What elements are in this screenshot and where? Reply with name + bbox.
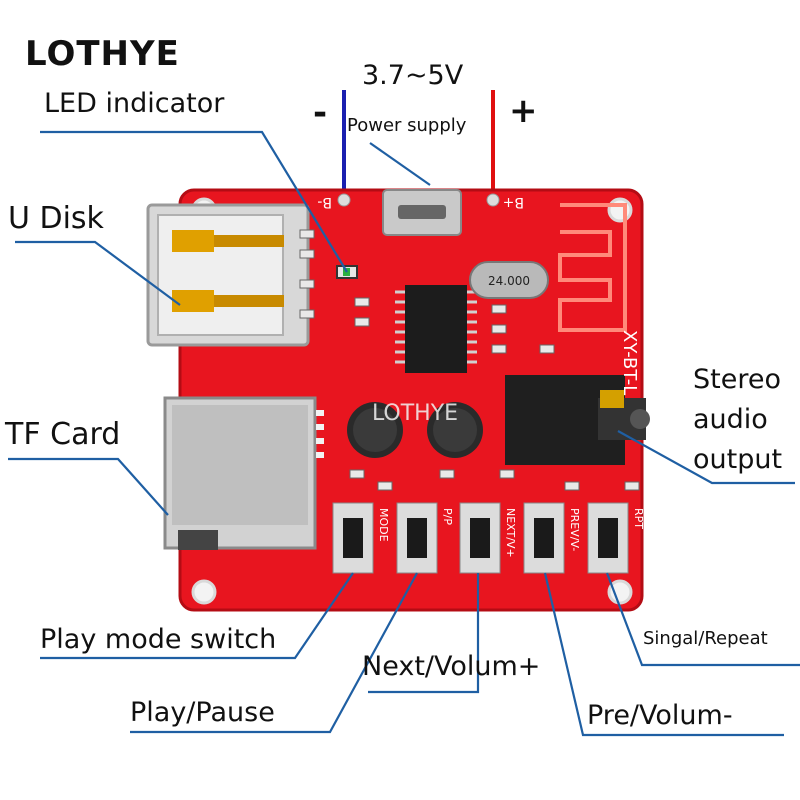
stereo-label: Stereo [693,364,781,395]
board-model: XY-BT-L [619,330,640,395]
pre-volume-down-label: Pre/Volum- [587,700,733,731]
tf-card-slot [163,396,324,550]
brand-logo: LOTHYE [25,34,180,74]
crystal-oscillator: 24.000 [469,261,549,299]
leader-lines [8,130,800,737]
silk-prev: PREV/V- [568,508,581,551]
silk-rpt: RPT [632,508,645,529]
audio-label: audio [693,404,768,435]
voltage-label: 3.7~5V [362,60,464,91]
capacitor-right [427,402,483,458]
capacitor-left [347,402,403,458]
negative-sign: - [313,93,328,133]
pad-plus-label: B+ [503,194,524,210]
leader-next [368,573,480,694]
leader-stereo [617,430,795,485]
bluetooth-ic [395,285,477,373]
play-mode-switch-label: Play mode switch [40,624,277,655]
positive-sign: + [509,91,538,131]
leader-led [40,130,348,273]
led-indicator-label: LED indicator [44,88,225,119]
single-repeat-label: Singal/Repeat [643,628,768,649]
leader-power [369,142,431,186]
leader-tfcard [8,457,169,516]
leader-single [605,572,800,667]
button-row [332,502,629,574]
pad-minus-label: B- [317,194,332,210]
output-label: output [693,444,783,475]
smd-components [299,229,640,491]
crystal-label: 24.000 [488,274,530,288]
power-supply-label: Power supply [347,115,467,136]
silk-next: NEXT/V+ [504,508,517,558]
leader-play-pause [130,572,418,734]
leader-pre [543,572,784,737]
leader-play-mode [40,572,354,660]
next-volume-up-label: Next/Volum+ [362,651,541,682]
board-watermark: LOTHYE [372,401,458,426]
audio-jack [505,375,650,465]
silk-mode: MODE [377,508,390,542]
tf-card-label: TF Card [5,417,121,452]
u-disk-label: U Disk [8,201,104,236]
micro-usb-port [382,189,462,236]
leader-udisk [15,240,181,306]
bt-antenna [558,203,627,332]
usb-a-port [146,203,310,347]
play-pause-label: Play/Pause [130,697,275,728]
silk-pp: P/P [441,508,454,525]
